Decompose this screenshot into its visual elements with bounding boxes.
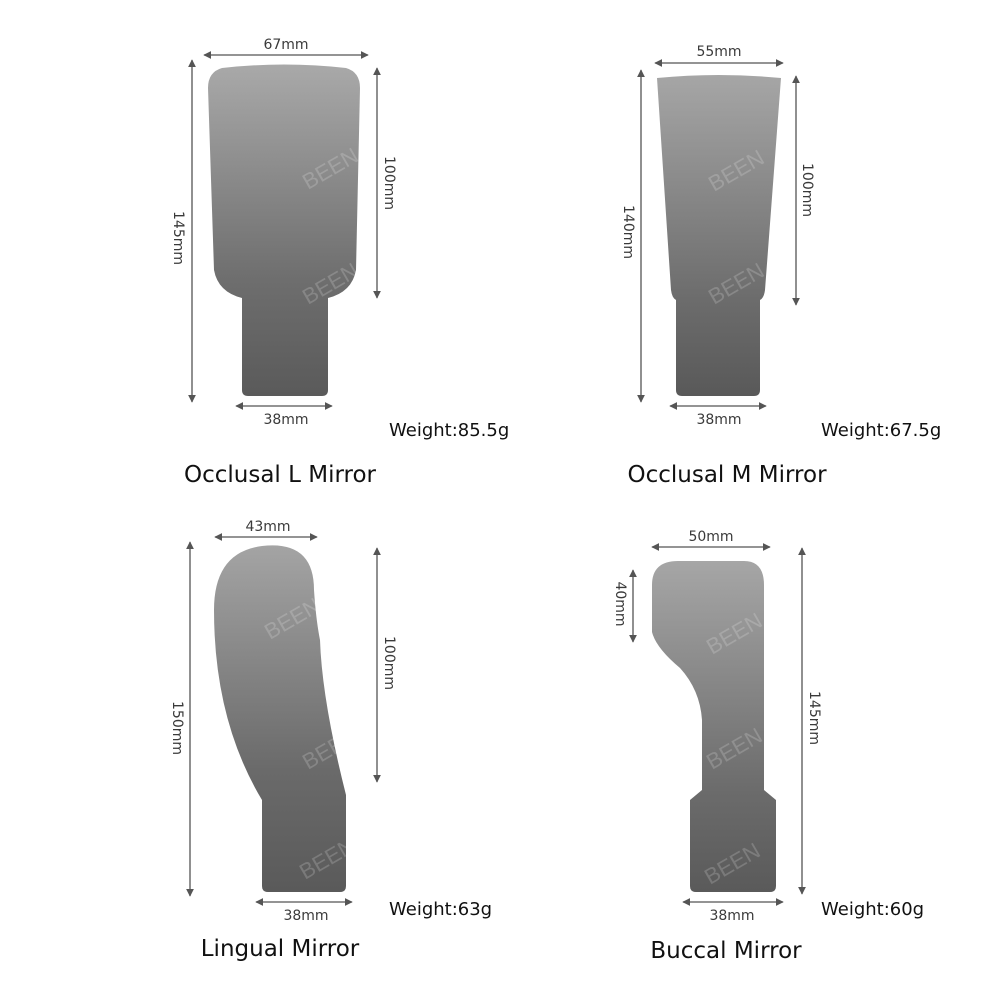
buccal-name: Buccal Mirror: [650, 938, 802, 964]
occlusal-m-mirror-shape: [657, 75, 781, 396]
buccal-head-length-label: 40mm: [612, 581, 628, 626]
buccal-weight: Weight:60g: [821, 899, 924, 920]
mirror-lingual: 43mm 150mm 100mm 38mm BEEN BEEN BEEN Wei…: [169, 519, 492, 962]
lingual-total-length-label: 150mm: [169, 701, 185, 755]
occlusal-l-weight: Weight:85.5g: [389, 420, 509, 441]
mirror-occlusal-m: 55mm 140mm 100mm 38mm BEEN BEEN Weight:6…: [620, 44, 941, 488]
lingual-mirror-shape: [214, 545, 346, 892]
occlusal-l-name: Occlusal L Mirror: [184, 462, 377, 488]
lingual-name: Lingual Mirror: [201, 936, 360, 962]
buccal-mirror-shape: [652, 561, 776, 892]
occlusal-l-top-width-label: 67mm: [263, 37, 308, 53]
buccal-top-width-label: 50mm: [688, 529, 733, 545]
mirror-occlusal-l: 67mm 145mm 100mm 38mm BEEN BEEN Weight:8…: [170, 37, 509, 488]
occlusal-l-handle-width-label: 38mm: [263, 412, 308, 428]
occlusal-m-weight: Weight:67.5g: [821, 420, 941, 441]
occlusal-m-total-length-label: 140mm: [620, 205, 636, 259]
lingual-handle-width-label: 38mm: [283, 908, 328, 924]
occlusal-l-mirror-shape: [208, 64, 360, 396]
occlusal-m-handle-width-label: 38mm: [696, 412, 741, 428]
occlusal-m-top-width-label: 55mm: [696, 44, 741, 60]
occlusal-m-mirror-length-label: 100mm: [799, 163, 815, 217]
occlusal-l-total-length-label: 145mm: [170, 211, 186, 265]
occlusal-l-mirror-length-label: 100mm: [381, 156, 397, 210]
buccal-handle-width-label: 38mm: [709, 908, 754, 924]
occlusal-m-name: Occlusal M Mirror: [627, 462, 827, 488]
lingual-top-width-label: 43mm: [245, 519, 290, 535]
mirror-buccal: 50mm 40mm 145mm 38mm BEEN BEEN BEEN Weig…: [612, 529, 924, 964]
lingual-weight: Weight:63g: [389, 899, 492, 920]
buccal-total-length-label: 145mm: [806, 691, 822, 745]
lingual-mirror-length-label: 100mm: [381, 636, 397, 690]
